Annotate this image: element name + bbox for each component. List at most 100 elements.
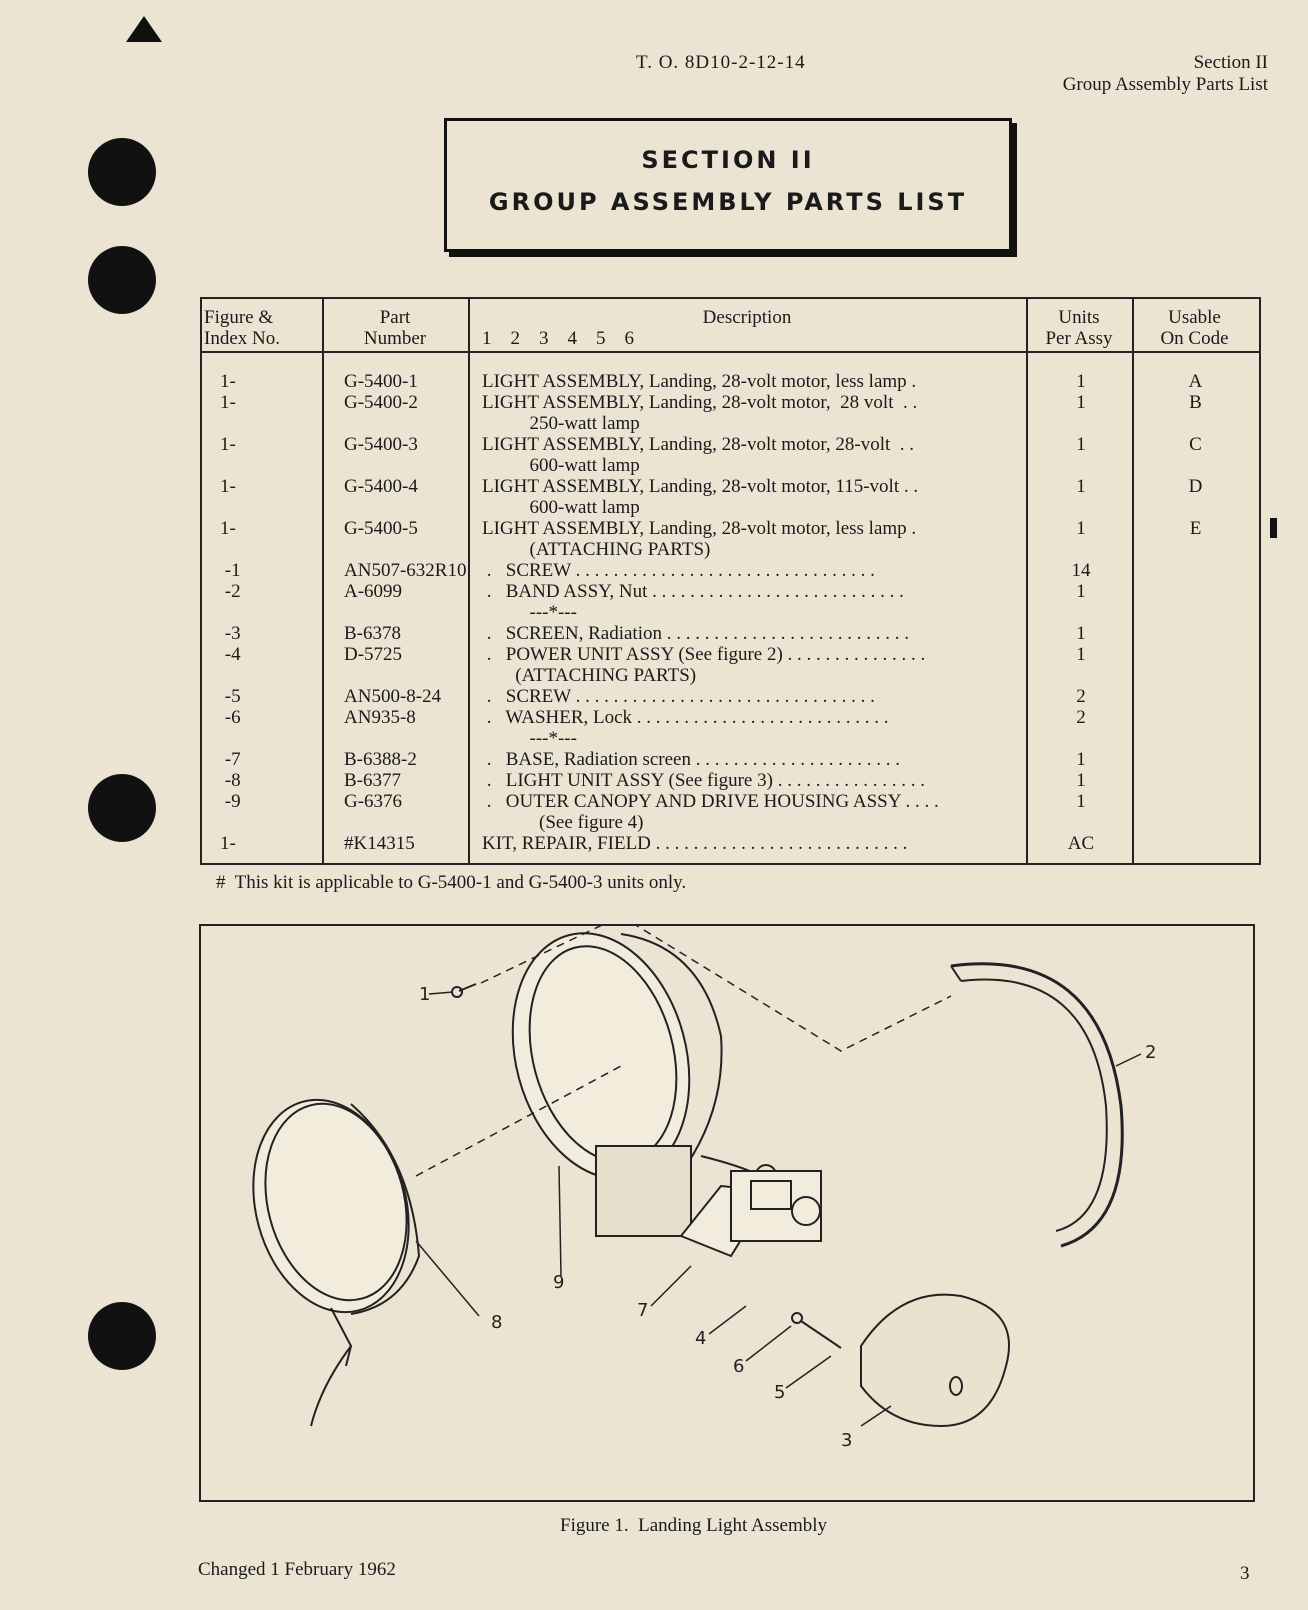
callout-9: 9 <box>553 1272 564 1293</box>
figure-index-cell: -5 <box>220 686 241 707</box>
part-number-cell: A-6099 <box>344 581 403 602</box>
figure-index-cell: 1- <box>220 434 236 455</box>
table-row: 250-watt lamp <box>202 413 1259 434</box>
table-row: -1 AN507-632R10 . SCREW . . . . . . . . .… <box>202 560 1259 581</box>
part-number-cell: B-6377 <box>344 770 401 791</box>
page-edge-mark <box>1270 518 1277 538</box>
description-cell: (See figure 4) <box>482 812 644 833</box>
description-cell: . BASE, Radiation screen . . . . . . . .… <box>482 749 900 770</box>
header-figure-index: Figure & Index No. <box>204 307 280 349</box>
header-units-per-assy: Units Per Assy <box>1045 307 1113 349</box>
description-cell: 600-watt lamp <box>482 497 640 518</box>
binder-hole-middle <box>88 774 156 842</box>
section-title-box: SECTION II GROUP ASSEMBLY PARTS LIST <box>444 118 1012 252</box>
units-cell: 1 <box>1076 581 1086 602</box>
table-row: 600-watt lamp <box>202 497 1259 518</box>
figure-index-cell: -3 <box>220 623 241 644</box>
part-number-cell: B-6388-2 <box>344 749 417 770</box>
figure-index-cell: 1- <box>220 371 236 392</box>
binder-hole-top <box>88 138 156 206</box>
footnote: # This kit is applicable to G-5400-1 and… <box>216 872 687 893</box>
figure-caption: Figure 1. Landing Light Assembly <box>560 1515 828 1536</box>
units-cell: 1 <box>1076 392 1086 413</box>
callout-1: 1 <box>419 984 430 1005</box>
usable-code-cell: E <box>1189 518 1202 539</box>
parts-list-table: Figure & Index No. Part Number Descripti… <box>200 297 1261 865</box>
description-cell: 250-watt lamp <box>482 413 640 434</box>
section-header: Section II Group Assembly Parts List <box>1063 52 1268 96</box>
units-cell: 2 <box>1076 707 1086 728</box>
description-cell: . SCREEN, Radiation . . . . . . . . . . … <box>482 623 909 644</box>
header-part-number: Part Number <box>363 307 427 349</box>
callout-6: 6 <box>733 1356 744 1377</box>
document-number: T. O. 8D10-2-12-14 <box>636 52 806 73</box>
table-row: (ATTACHING PARTS) <box>202 665 1259 686</box>
units-cell: 1 <box>1076 518 1086 539</box>
usable-code-cell: C <box>1189 434 1202 455</box>
description-cell: KIT, REPAIR, FIELD . . . . . . . . . . .… <box>482 833 908 854</box>
table-row: 1- G-5400-3 LIGHT ASSEMBLY, Landing, 28-vo… <box>202 434 1259 455</box>
description-cell: LIGHT ASSEMBLY, Landing, 28-volt motor, … <box>482 392 918 413</box>
part-number-cell: G-5400-3 <box>344 434 418 455</box>
units-cell: 14 <box>1071 560 1091 581</box>
part-number-cell: D-5725 <box>344 644 403 665</box>
part-number-cell: G-5400-4 <box>344 476 418 497</box>
figure-index-cell: 1- <box>220 833 236 854</box>
corner-triangle-mark <box>126 16 162 42</box>
figure-frame: 1 2 3 4 5 6 7 8 9 <box>199 915 1255 1502</box>
description-cell: . BAND ASSY, Nut . . . . . . . . . . . .… <box>482 581 904 602</box>
callout-3: 3 <box>841 1430 852 1451</box>
usable-code-cell: A <box>1188 371 1203 392</box>
description-cell: . OUTER CANOPY AND DRIVE HOUSING ASSY . … <box>482 791 939 812</box>
section-title-line1: SECTION II <box>641 146 815 174</box>
part-number-cell: AN935-8 <box>344 707 416 728</box>
table-row: ---*--- <box>202 602 1259 623</box>
units-cell: 1 <box>1076 371 1086 392</box>
description-cell: . WASHER, Lock . . . . . . . . . . . . .… <box>482 707 889 728</box>
figure-index-cell: -1 <box>220 560 241 581</box>
figure-index-cell: -6 <box>220 707 241 728</box>
table-row: (See figure 4) <box>202 812 1259 833</box>
units-cell: 1 <box>1076 476 1086 497</box>
units-cell: AC <box>1067 833 1095 854</box>
figure-index-cell: -8 <box>220 770 241 791</box>
figure-index-cell: -7 <box>220 749 241 770</box>
part-number-cell: G-6376 <box>344 791 403 812</box>
description-cell: (ATTACHING PARTS) <box>482 665 697 686</box>
table-row: -6 AN935-8 . WASHER, Lock . . . . . . . .… <box>202 707 1259 728</box>
figure-index-cell: -2 <box>220 581 241 602</box>
section-title-label: Group Assembly Parts List <box>1062 74 1268 95</box>
part-number-cell: AN507-632R10 <box>344 560 467 581</box>
description-cell: 600-watt lamp <box>482 455 640 476</box>
header-usable-on-code: Usable On Code <box>1160 307 1229 349</box>
table-row: 600-watt lamp <box>202 455 1259 476</box>
description-cell: LIGHT ASSEMBLY, Landing, 28-volt motor, … <box>482 434 915 455</box>
description-cell: . SCREW . . . . . . . . . . . . . . . . … <box>482 686 875 707</box>
units-cell: 2 <box>1076 686 1086 707</box>
description-cell: LIGHT ASSEMBLY, Landing, 28-volt motor, … <box>482 518 917 539</box>
callout-8: 8 <box>491 1312 502 1333</box>
table-row: 1- #K14315 KIT, REPAIR, FIELD . . . . . . … <box>202 833 1259 854</box>
header-description: Description 1 2 3 4 5 6 <box>482 307 792 349</box>
section-label: Section II <box>1193 52 1268 73</box>
changed-date: Changed 1 February 1962 <box>198 1559 396 1580</box>
part-number-cell: #K14315 <box>344 833 415 854</box>
description-cell: LIGHT ASSEMBLY, Landing, 28-volt motor, … <box>482 371 917 392</box>
units-cell: 1 <box>1076 644 1086 665</box>
figure-index-cell: -9 <box>220 791 241 812</box>
part-number-cell: G-5400-2 <box>344 392 418 413</box>
figure-index-cell: 1- <box>220 476 236 497</box>
usable-code-cell: B <box>1189 392 1202 413</box>
description-cell: . POWER UNIT ASSY (See figure 2) . . . .… <box>482 644 926 665</box>
description-cell: . SCREW . . . . . . . . . . . . . . . . … <box>482 560 875 581</box>
description-cell: ---*--- <box>482 728 577 749</box>
units-cell: 1 <box>1076 434 1086 455</box>
section-title-line2: GROUP ASSEMBLY PARTS LIST <box>488 188 968 216</box>
table-row: -7 B-6388-2 . BASE, Radiation screen . . … <box>202 749 1259 770</box>
